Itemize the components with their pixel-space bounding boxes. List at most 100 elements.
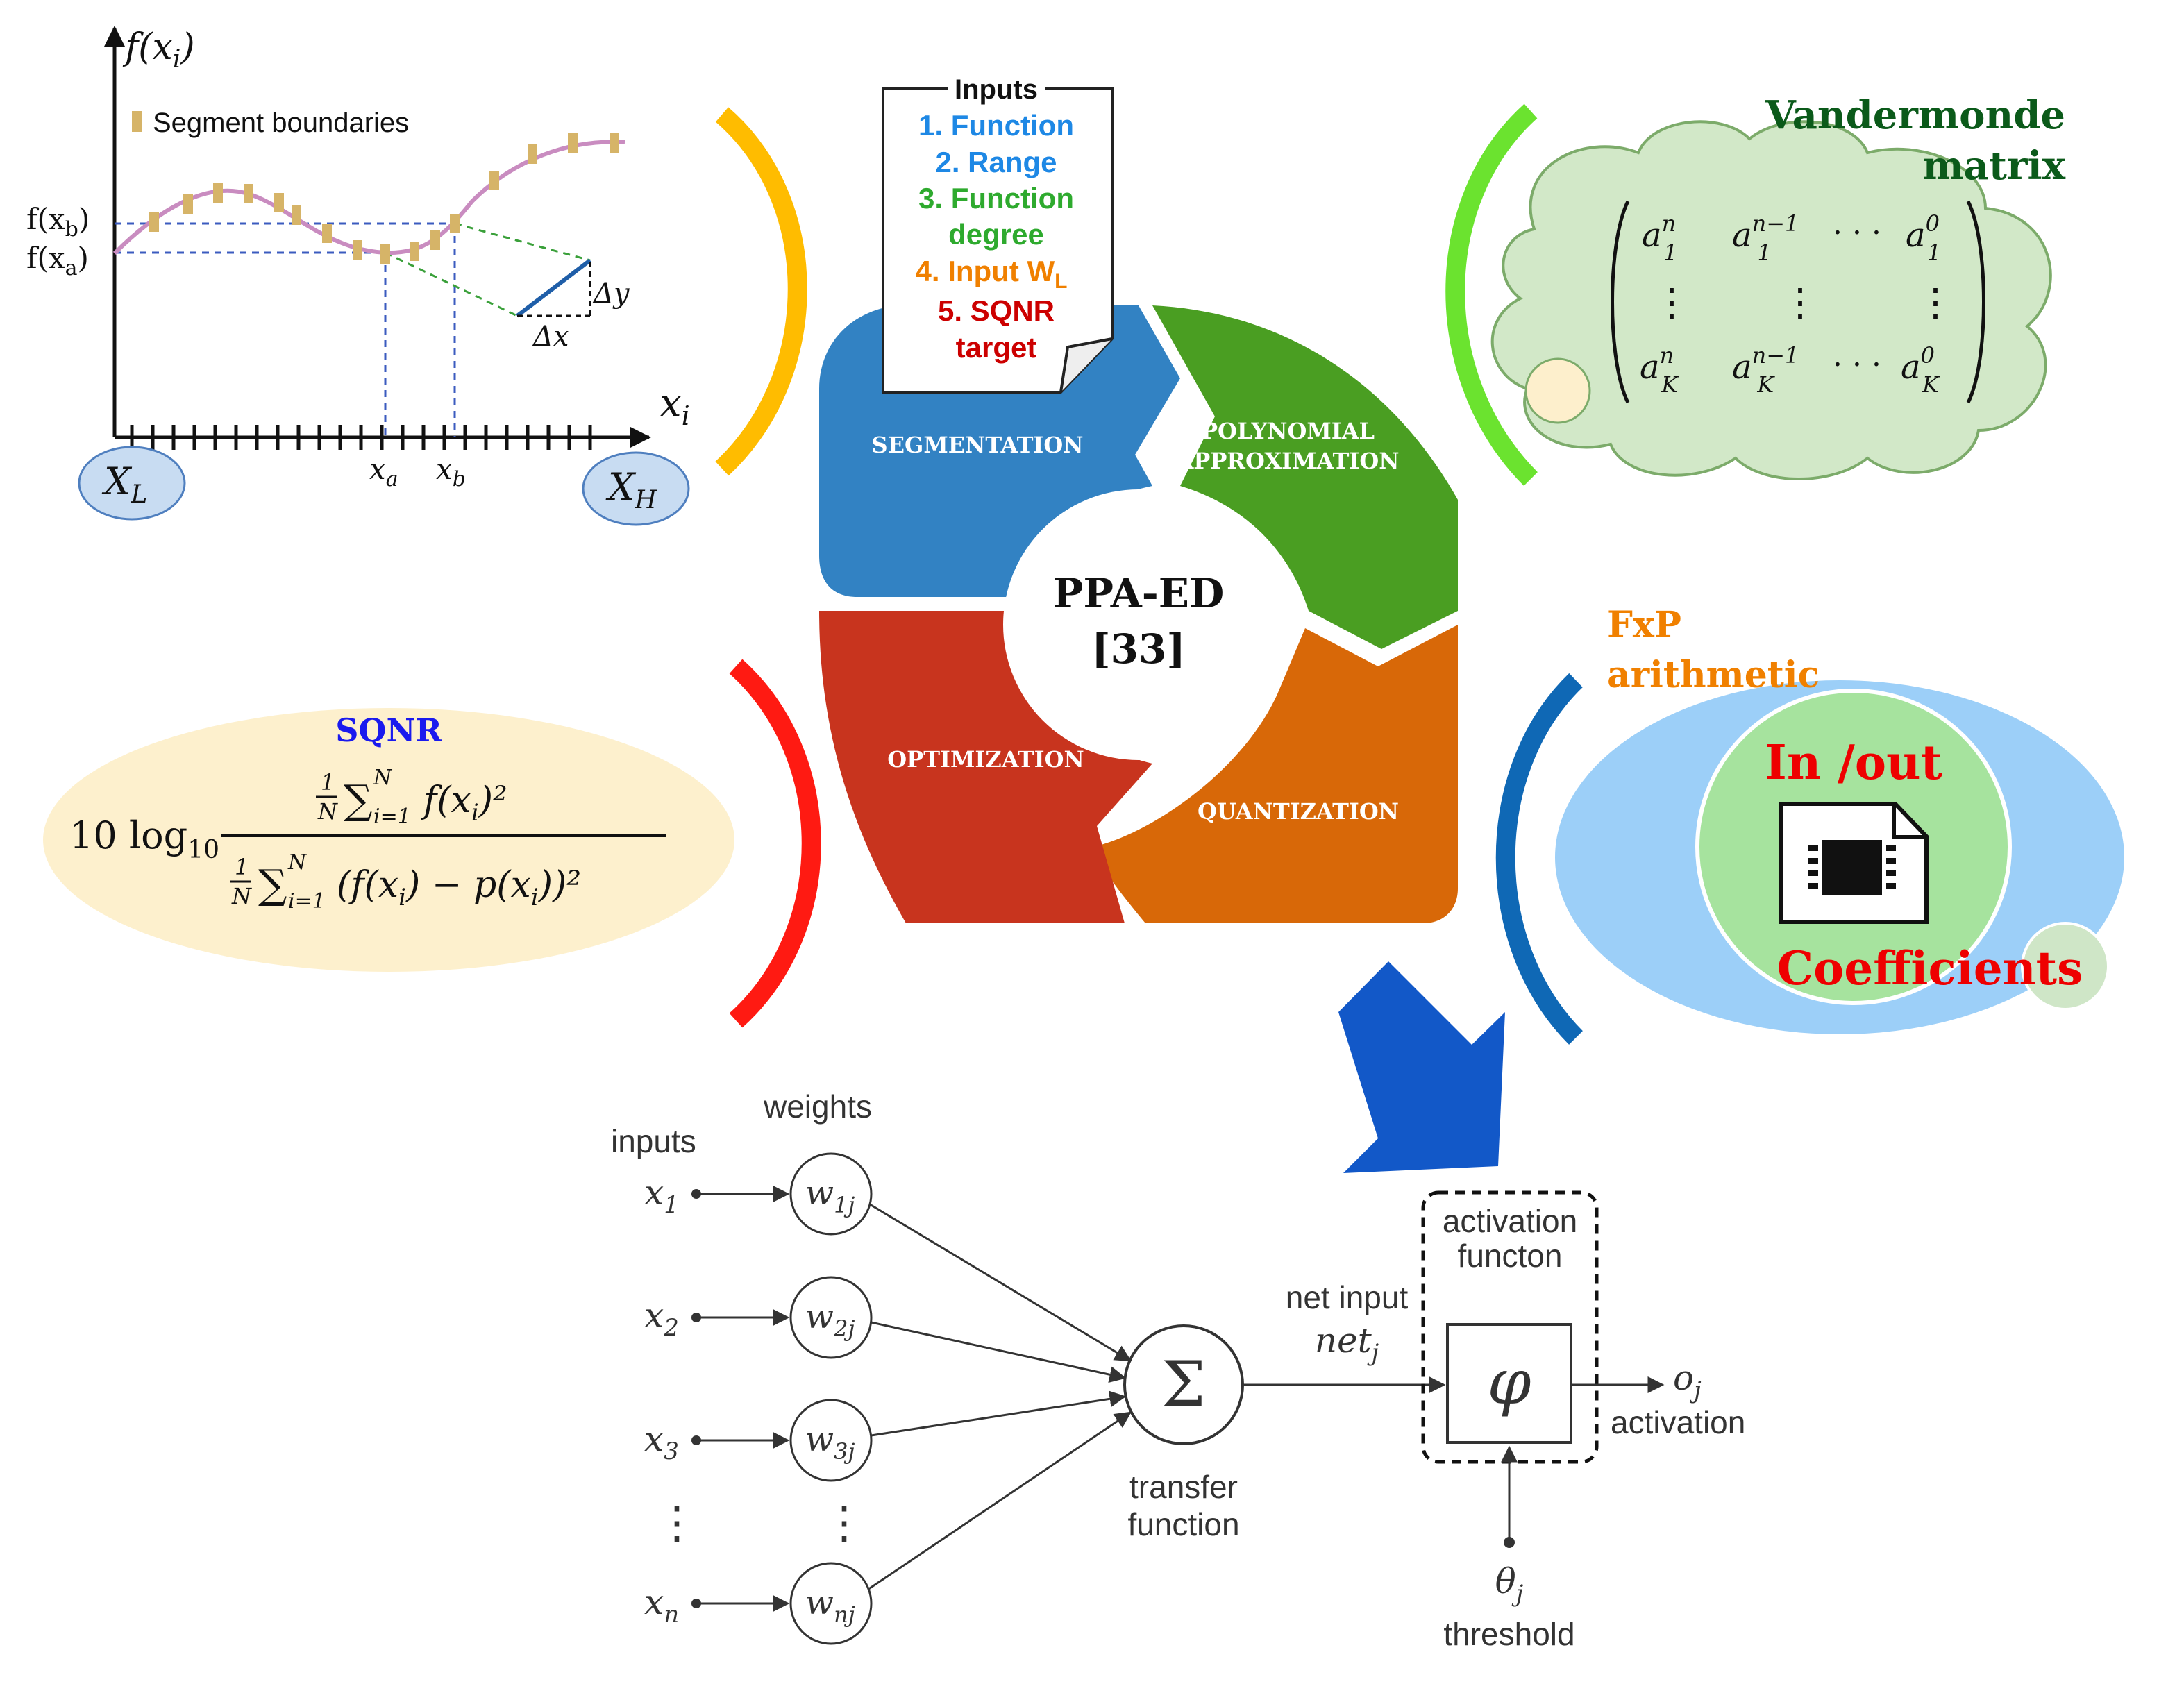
weight-node-3 (789, 1399, 873, 1482)
svg-text:∑: ∑ (258, 861, 287, 908)
inputs-item-5: 5. SQNR (938, 294, 1055, 327)
weight-node-2 (789, 1276, 873, 1359)
sigma-symbol: Σ (1161, 1348, 1206, 1421)
cycle-center-ref: [33] (1091, 625, 1186, 673)
bracket-arc-blue (1495, 673, 1583, 1045)
slope-guides (385, 222, 591, 317)
flow-arrow (1338, 961, 1505, 1173)
sqnr-title: SQNR (335, 712, 442, 749)
inputs-heading: inputs (611, 1123, 696, 1159)
input-row-n: xn wnj (644, 1562, 873, 1645)
svg-text:w2j: w2j (805, 1297, 855, 1342)
net-j-label: netj (1315, 1320, 1379, 1367)
legend-swatch (132, 111, 142, 132)
y-axis-label: f(xi) (122, 26, 195, 74)
svg-text:xn: xn (644, 1582, 679, 1628)
chip-file-icon (1779, 802, 1929, 924)
svg-text:i=1: i=1 (373, 805, 411, 829)
svg-text:N: N (373, 766, 393, 790)
fxp-inout-label: In /out (1765, 735, 1943, 791)
activation-box-label-1: activation (1443, 1203, 1577, 1239)
xh-ellipse (582, 451, 690, 526)
fxp-panel: FxP arithmetic In /out Coefficients (1555, 604, 2124, 1034)
output-label: oj (1673, 1358, 1702, 1404)
inputs-doc-title: Inputs (955, 74, 1038, 105)
svg-text:i=1: i=1 (288, 889, 326, 913)
svg-text:x3: x3 (644, 1419, 679, 1465)
threshold-dot (1504, 1537, 1515, 1548)
transfer-label-2: function (1127, 1506, 1239, 1542)
weight-to-sum-arrows (867, 1203, 1132, 1591)
matrix-dots-3: · · · (1833, 347, 1881, 382)
delta-triangle: Δx Δy (516, 258, 630, 353)
fxa-label: f(xa) (26, 241, 89, 280)
sqnr-prefix: 10 log10 (69, 814, 219, 864)
function-curve (112, 140, 625, 255)
inputs-item-1: 1. Function (918, 109, 1074, 142)
matrix-right-paren (1966, 200, 1985, 404)
sqnr-numerator: 1 N ∑ N i=1 f(xi)² (316, 766, 507, 829)
svg-text:∑: ∑ (344, 776, 372, 823)
xa-label: xa (369, 452, 398, 491)
threshold-label: threshold (1443, 1616, 1574, 1652)
matrix-vdots-1: ⋮ (1652, 280, 1691, 326)
xb-label: xb (436, 452, 466, 491)
neuron-diagram: inputs weights x1 w1j x2 w2j x3 w3j ⋮ ⋮ … (611, 1088, 1745, 1652)
bracket-arc-yellow (715, 107, 807, 476)
svg-text:N: N (231, 883, 252, 909)
svg-text:(f(xi) − p(xi))²: (f(xi) − p(xi))² (337, 864, 581, 911)
cycle-center-title: PPA-ED (1053, 570, 1225, 617)
svg-text:x1: x1 (644, 1172, 679, 1219)
delta-x-label: Δx (532, 321, 569, 353)
polynomial-label-1: POLYNOMIAL (1201, 418, 1375, 444)
weight-vdots: ⋮ (822, 1497, 866, 1549)
legend-label: Segment boundaries (153, 108, 409, 138)
fxb-label: f(xb) (26, 202, 90, 242)
quantization-segment (1093, 625, 1458, 923)
optimization-label: OPTIMIZATION (887, 746, 1084, 773)
fxp-coefficients-label: Coefficients (1777, 941, 2083, 995)
weight-node-1 (789, 1152, 873, 1236)
x-axis-label: xi (660, 381, 690, 431)
svg-text:x2: x2 (644, 1295, 679, 1342)
xh-label: XH (605, 465, 657, 514)
svg-text:1: 1 (321, 769, 335, 795)
sqnr-denominator: 1 N ∑ N i=1 (f(xi) − p(xi))² (230, 850, 581, 913)
fxp-small-bubble (2021, 922, 2110, 1011)
svg-text:N: N (317, 798, 338, 825)
weights-heading: weights (763, 1088, 872, 1125)
matrix-vdots-2: ⋮ (1781, 280, 1820, 326)
svg-text:w1j: w1j (805, 1174, 855, 1218)
activation-box-label-2: functon (1458, 1238, 1563, 1274)
polynomial-segment (1152, 305, 1458, 649)
x-axis-ticks (130, 425, 592, 450)
svg-text:1: 1 (235, 854, 249, 880)
sqnr-panel: SQNR 10 log10 1 N ∑ N i=1 f(xi)² 1 N ∑ N… (43, 708, 734, 972)
inputs-item-5b: target (956, 331, 1037, 364)
cloud-bubble (1524, 357, 1591, 424)
fxp-title-2: arithmetic (1607, 654, 1820, 696)
ppa-ed-cycle: PPA-ED [33] SEGMENTATION POLYNOMIAL APPR… (819, 305, 1458, 923)
svg-text:N: N (287, 850, 308, 875)
matrix-vdots-3: ⋮ (1916, 280, 1955, 326)
segment-plot: f(xi) xi Segment boundaries (26, 26, 690, 526)
input-row-2: x2 w2j (644, 1276, 873, 1359)
cloud-shape (1490, 120, 2052, 480)
matrix-left-paren (1611, 200, 1630, 404)
activation-function-box (1446, 1323, 1572, 1444)
weight-node-n (789, 1562, 873, 1645)
inputs-item-4: 4. Input WL (916, 255, 1068, 293)
bracket-arc-red (729, 659, 821, 1028)
xl-label: XL (101, 460, 147, 509)
inputs-doc-fold (1059, 337, 1113, 393)
inputs-item-2: 2. Range (935, 146, 1057, 178)
xl-ellipse (78, 446, 186, 521)
svg-text:w3j: w3j (805, 1420, 855, 1465)
